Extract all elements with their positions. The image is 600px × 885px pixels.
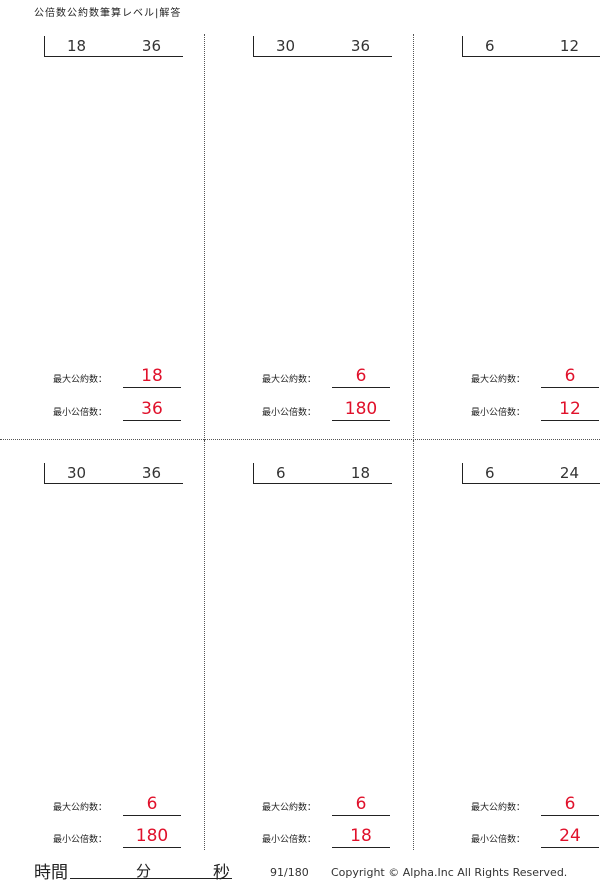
time-entry-line [70,878,232,879]
gcd-value: 6 [564,794,576,814]
column-divider [413,440,414,850]
number-a: 6 [485,37,495,55]
lcm-answer: 最小公倍数： 24 [471,826,600,848]
number-a: 6 [485,464,495,482]
gcd-label: 最大公約数： [53,375,108,385]
gcd-value: 6 [564,366,576,386]
lcm-value: 180 [344,399,378,419]
row-divider [0,439,600,440]
gcd-value: 6 [146,794,158,814]
lcm-answer: 最小公倍数： 18 [262,826,392,848]
number-b: 36 [141,37,161,55]
number-b: 12 [559,37,579,55]
lcm-value: 12 [559,399,581,419]
gcd-value: 6 [355,366,367,386]
gcd-value: 18 [141,366,163,386]
gcd-answer: 最大公約数： 6 [471,366,600,388]
gcd-value: 6 [355,794,367,814]
lcm-answer: 最小公倍数： 180 [53,826,183,848]
lcm-label: 最小公倍数： [471,835,526,845]
column-divider [204,34,205,440]
lcm-label: 最小公倍数： [262,408,317,418]
gcd-label: 最大公約数： [471,803,526,813]
second-label: 秒 [213,863,230,883]
page-number: 91/180 [270,866,309,879]
lcm-value: 180 [135,826,169,846]
lcm-value: 18 [350,826,372,846]
page-title: 公倍数公約数筆算レベル|解答 [34,8,182,19]
gcd-label: 最大公約数： [53,803,108,813]
lcm-answer: 最小公倍数： 36 [53,399,183,421]
gcd-answer: 最大公約数： 6 [471,794,600,816]
minute-label: 分 [136,862,152,880]
gcd-label: 最大公約数： [471,375,526,385]
number-a: 18 [67,37,87,55]
lcm-answer: 最小公倍数： 180 [262,399,392,421]
division-bracket: 6 12 [462,36,600,57]
number-a: 30 [67,464,87,482]
copyright-notice: Copyright © Alpha.Inc All Rights Reserve… [331,866,568,879]
lcm-answer: 最小公倍数： 12 [471,399,600,421]
gcd-label: 最大公約数： [262,375,317,385]
lcm-value: 24 [559,826,581,846]
division-bracket: 30 36 [44,463,183,484]
gcd-answer: 最大公約数： 6 [262,794,392,816]
number-b: 24 [559,464,579,482]
lcm-label: 最小公倍数： [53,408,108,418]
gcd-label: 最大公約数： [262,803,317,813]
division-bracket: 30 36 [253,36,392,57]
time-label: 時間 [34,863,68,883]
lcm-label: 最小公倍数： [53,835,108,845]
division-bracket: 6 18 [253,463,392,484]
gcd-answer: 最大公約数： 6 [262,366,392,388]
division-bracket: 6 24 [462,463,600,484]
lcm-label: 最小公倍数： [262,835,317,845]
column-divider [413,34,414,440]
number-b: 36 [141,464,161,482]
number-b: 36 [350,37,370,55]
gcd-answer: 最大公約数： 18 [53,366,183,388]
lcm-label: 最小公倍数： [471,408,526,418]
number-a: 6 [276,464,286,482]
lcm-value: 36 [141,399,163,419]
number-a: 30 [276,37,296,55]
column-divider [204,440,205,850]
number-b: 18 [350,464,370,482]
division-bracket: 18 36 [44,36,183,57]
gcd-answer: 最大公約数： 6 [53,794,183,816]
